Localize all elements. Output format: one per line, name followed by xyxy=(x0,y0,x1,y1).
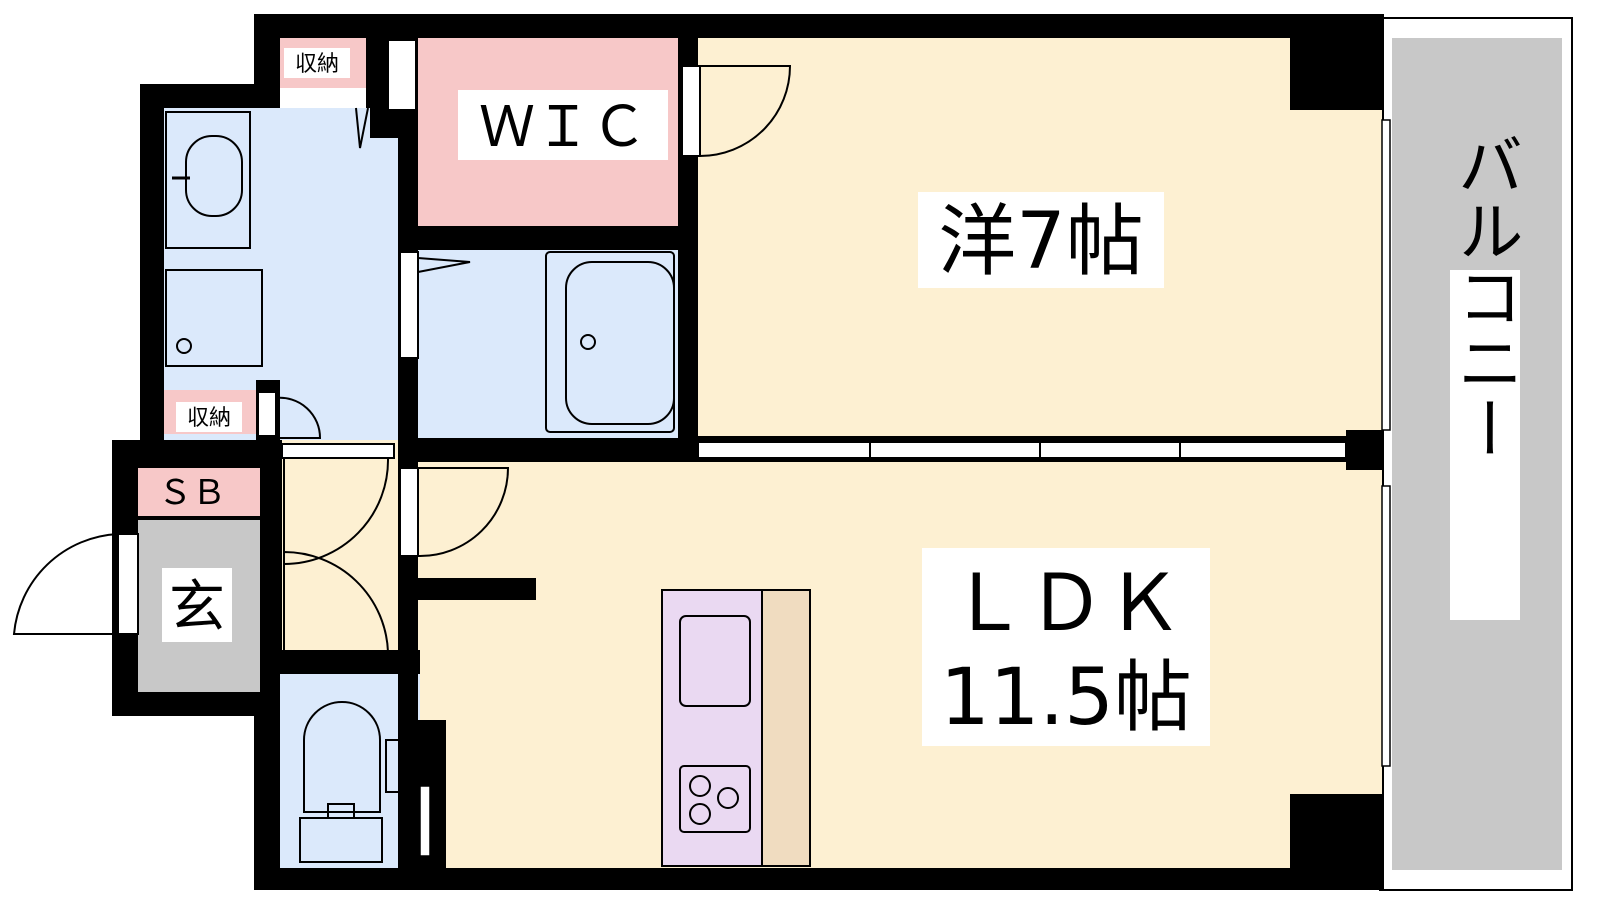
column-top-right xyxy=(1290,38,1382,110)
entrance-label: 玄 xyxy=(169,575,225,640)
washing-machine-drain xyxy=(176,338,192,354)
kitchen-counter xyxy=(661,589,763,867)
western-room-label: 洋7帖 xyxy=(938,197,1144,287)
door-swing-storage-mid xyxy=(275,396,322,439)
ldk-floor xyxy=(418,462,1382,868)
door-swing-ldk xyxy=(417,467,510,558)
door-swing-toilet xyxy=(283,550,389,653)
door-swing-entrance xyxy=(12,533,119,635)
ldk-label-box xyxy=(922,548,1210,746)
storage-top-label: 収納 xyxy=(295,52,339,77)
hallway-floor xyxy=(282,440,398,670)
shoe-box-label-box xyxy=(142,470,242,514)
wic-label-box xyxy=(458,90,668,160)
window-ldk xyxy=(1381,485,1391,767)
wall-kitchen-stub xyxy=(418,578,536,600)
wall-wic-bath xyxy=(398,226,698,250)
balcony-label-box xyxy=(1450,270,1520,620)
door-leaf-western xyxy=(681,65,701,157)
column-mid-right xyxy=(1346,430,1382,470)
door-swing-western xyxy=(699,65,792,157)
storage-mid-label-box xyxy=(176,402,242,432)
wic-label: ＷＩＣ xyxy=(479,95,647,160)
ldk-label-line2: 11.5帖 xyxy=(940,653,1192,743)
toilet-handwash xyxy=(385,739,417,793)
door-fold-bathroom xyxy=(417,257,471,273)
washbasin xyxy=(185,135,243,217)
door-leaf-entrance xyxy=(117,533,139,635)
washing-machine-space xyxy=(165,269,263,367)
kitchen-counter-side xyxy=(761,589,811,867)
toilet-seat-hinge xyxy=(327,803,355,819)
stove-burner-2 xyxy=(717,787,739,809)
door-fold-washroom xyxy=(355,107,369,149)
door-leaf-ldk xyxy=(399,467,419,557)
washroom-floor xyxy=(164,108,398,440)
bathtub-drain xyxy=(580,334,596,350)
storage-mid-label: 収納 xyxy=(187,406,231,431)
bathroom-floor xyxy=(418,250,678,438)
door-leaf-storage-mid xyxy=(257,391,277,437)
toilet-window xyxy=(419,785,431,857)
western-room-label-box xyxy=(918,192,1164,288)
ldk-label-line1: ＬＤＫ xyxy=(949,559,1183,649)
kitchen-sink xyxy=(679,615,751,707)
vanity-counter xyxy=(165,111,251,249)
kitchen-stove xyxy=(679,765,751,833)
window-western xyxy=(1381,119,1391,431)
door-leaf-bathroom xyxy=(399,251,419,359)
stove-burner-1 xyxy=(689,775,711,797)
storage-top-label-box xyxy=(284,48,350,78)
wall-bath-ldk xyxy=(398,438,698,462)
sliding-partition xyxy=(697,441,1347,459)
door-swing-hall xyxy=(283,457,390,566)
entrance-label-box xyxy=(162,568,232,642)
toilet-bowl xyxy=(303,701,381,813)
bathtub xyxy=(565,261,675,425)
shoe-box-label: ＳＢ xyxy=(158,473,226,513)
storage-top-window xyxy=(387,39,417,111)
column-bottom-right xyxy=(1290,794,1382,870)
wall-toilet-top xyxy=(270,650,420,674)
door-leaf-hall xyxy=(281,443,395,459)
balcony-label: バルコニー xyxy=(1447,131,1524,461)
storage-top-shelf xyxy=(280,88,366,108)
stove-burner-3 xyxy=(689,803,711,825)
